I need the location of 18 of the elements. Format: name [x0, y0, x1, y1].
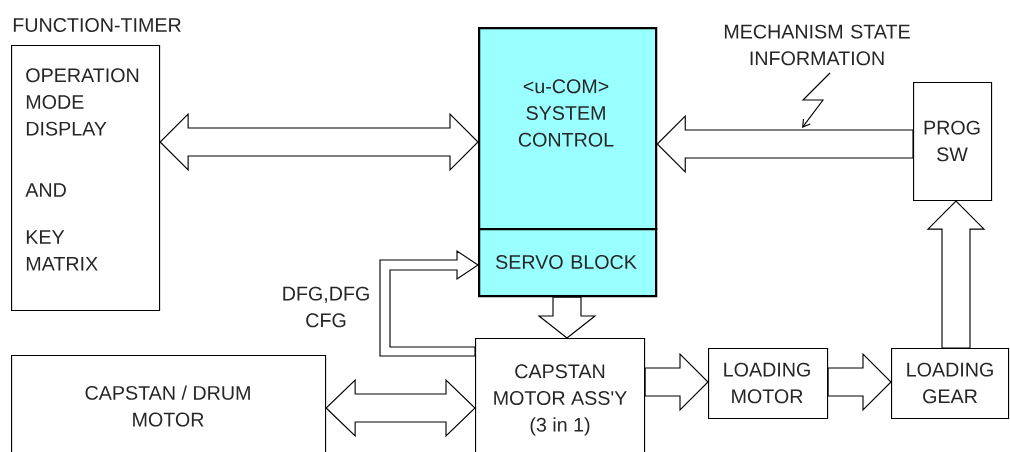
- block-box: CAPSTAN MOTOR ASS'Y (3 in 1): [475, 338, 646, 452]
- annotation-text: MECHANISM STATE INFORMATION: [724, 24, 910, 66]
- block-box: LOADING GEAR: [891, 348, 1010, 420]
- double-line-arrow: [379, 249, 479, 357]
- block-box: SERVO BLOCK: [478, 228, 658, 298]
- block-box: CAPSTAN / DRUM MOTOR: [11, 355, 327, 452]
- block-arrow: [159, 112, 479, 172]
- block-arrow: [926, 200, 986, 349]
- block-arrow: [644, 352, 709, 412]
- block-box: PROG SW: [913, 82, 993, 202]
- block-box: LOADING MOTOR: [708, 348, 829, 420]
- block-arrow: [537, 296, 597, 339]
- block-arrow: [827, 352, 892, 412]
- block-box: OPERATION MODE DISPLAY AND KEY MATRIX: [11, 45, 161, 312]
- block-arrow: [656, 114, 914, 174]
- box-heading: FUNCTION-TIMER: [13, 18, 181, 32]
- edge-label: DFG,DFG CFG: [278, 286, 374, 328]
- block-arrow: [325, 378, 476, 438]
